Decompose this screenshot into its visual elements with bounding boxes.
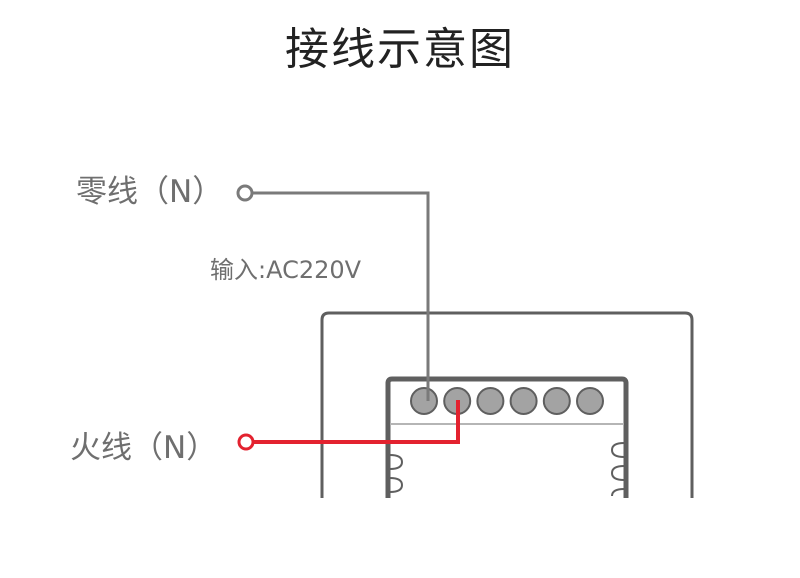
input-voltage-label: 输入:AC220V [210,256,362,284]
terminal-1 [410,387,438,415]
switch-panel-outline [320,311,694,498]
neutral-wire-label: 零线（N） [76,174,224,210]
live-wire [253,400,460,444]
left-clips [389,454,404,493]
terminal-4 [509,387,538,415]
terminal-6 [576,387,604,415]
right-clips [610,442,625,497]
switch-module-outline [385,376,629,498]
terminal-3 [476,387,505,415]
live-wire-label: 火线（N） [70,430,218,466]
live-input-terminal [237,433,255,451]
neutral-input-terminal [236,184,254,202]
terminal-block [410,387,604,415]
neutral-wire [252,191,430,401]
terminal-5 [542,387,571,415]
diagram-title: 接线示意图 [285,24,515,75]
